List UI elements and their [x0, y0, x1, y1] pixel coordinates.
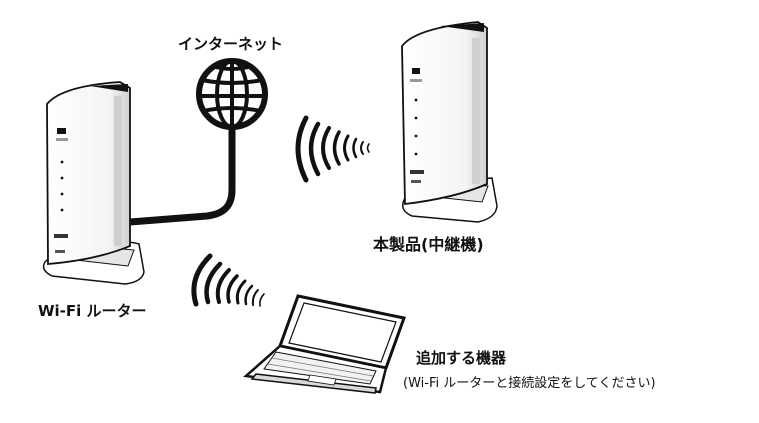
wifi-waves-icon: [191, 253, 265, 307]
router-label: Wi-Fi ルーター: [38, 302, 147, 320]
device-note: (Wi-Fi ルーターと接続設定をしてください): [403, 376, 656, 391]
globe-icon: [196, 58, 268, 130]
ethernet-cable: [126, 118, 236, 226]
device-label: 追加する機器: [416, 349, 507, 367]
wifi-router-icon: [42, 81, 145, 285]
internet-label: インターネット: [178, 35, 284, 53]
wifi-extender-icon: [401, 21, 498, 223]
extender-label: 本製品(中継機): [373, 235, 484, 254]
laptop-icon: [243, 294, 406, 394]
wifi-waves-icon: [295, 115, 370, 183]
